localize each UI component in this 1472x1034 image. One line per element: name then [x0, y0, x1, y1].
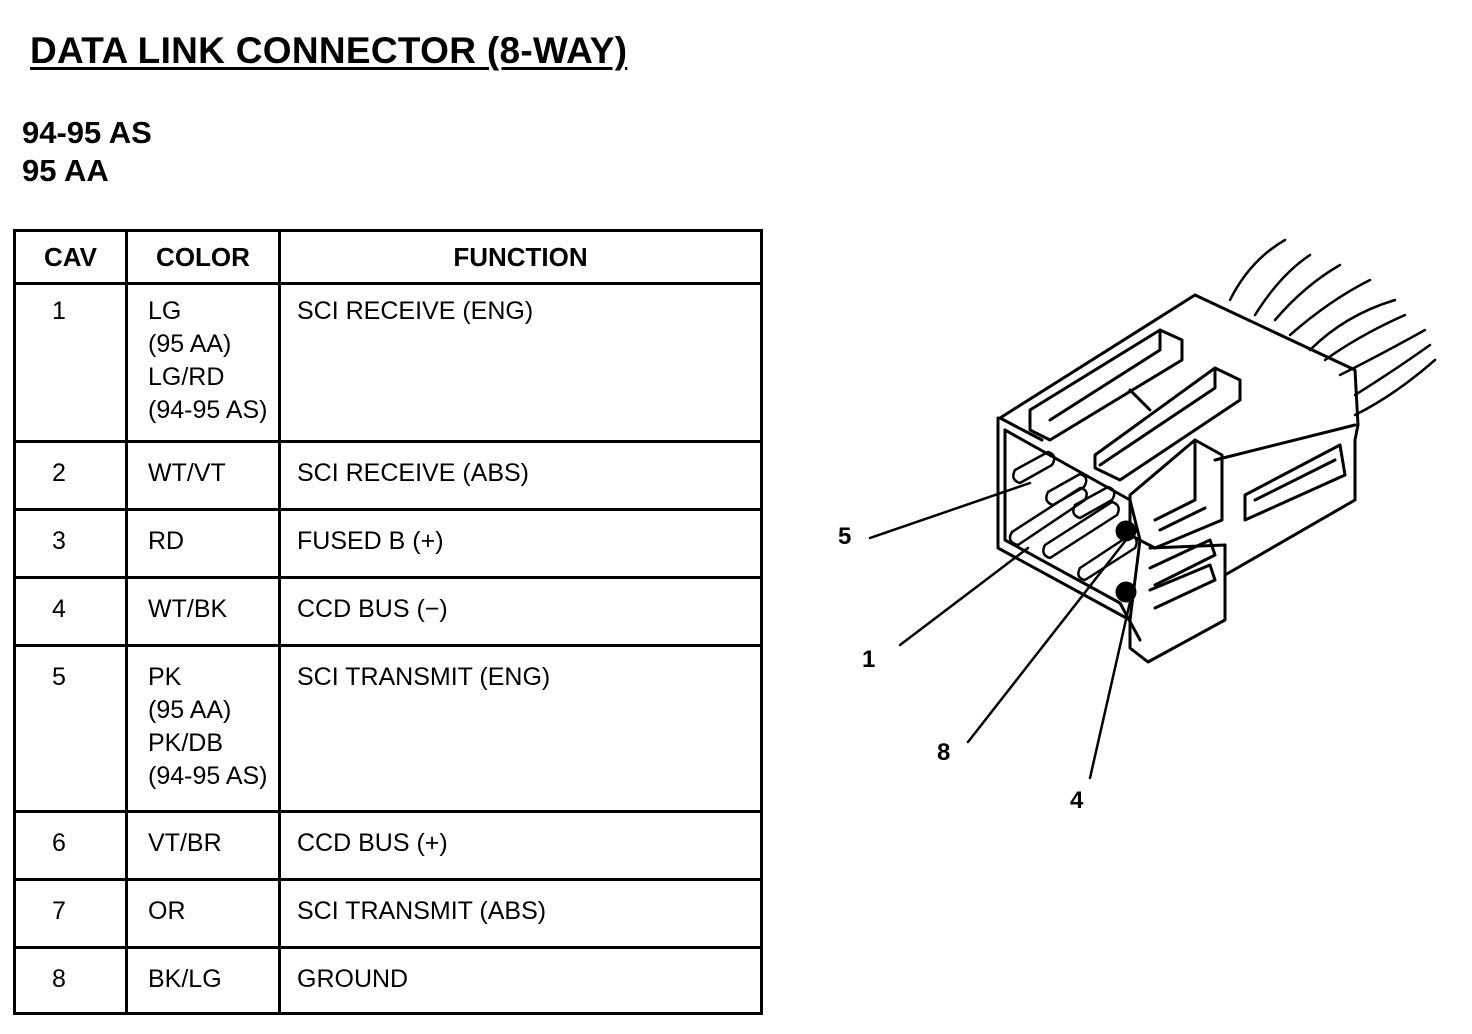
cell-cav: 3	[13, 508, 128, 579]
color-line: PK/DB	[148, 729, 224, 757]
cell-cav: 6	[13, 810, 128, 881]
cell-cav: 1	[13, 282, 128, 443]
top-rail-edge	[1048, 328, 1162, 422]
cell-color: BK/LG	[125, 946, 281, 1015]
connector-rear-body	[1193, 293, 1360, 577]
lower-slot	[1148, 538, 1217, 587]
cell-function: SCI RECEIVE (ABS)	[278, 440, 763, 511]
header-cav: CAV	[13, 229, 128, 285]
table-row: 5 PK (95 AA) PK/DB (94-95 AS) SCI TRANSM…	[13, 644, 763, 813]
connector-front-inner	[1003, 428, 1142, 642]
cell-color: LG (95 AA) LG/RD (94-95 AS)	[125, 282, 281, 443]
cell-cav: 5	[13, 644, 128, 813]
cell-color: OR	[125, 878, 281, 949]
cell-function: FUSED B (+)	[278, 508, 763, 579]
color-line: LG/RD	[148, 363, 225, 391]
top-rail-edge	[1098, 366, 1217, 467]
color-line: (94-95 AS)	[148, 762, 268, 790]
table-row: 8 BK/LG GROUND	[13, 946, 763, 1015]
cell-function: CCD BUS (−)	[278, 576, 763, 647]
wire-bundle	[1228, 238, 1437, 417]
color-line: OR	[148, 897, 186, 925]
leader-line-4	[1088, 600, 1132, 780]
color-line: WT/BK	[148, 595, 228, 623]
pin-label-5: 5	[838, 523, 851, 550]
color-line: (95 AA)	[148, 330, 232, 358]
lower-slot	[1148, 563, 1217, 610]
pin	[1045, 472, 1088, 507]
cell-function: SCI TRANSMIT (ENG)	[278, 644, 763, 813]
leader-line-5	[868, 481, 1032, 540]
model-label: 95 AA	[22, 153, 109, 188]
color-line: RD	[148, 527, 185, 555]
pin	[1008, 486, 1088, 547]
cell-function: SCI RECEIVE (ENG)	[278, 282, 763, 443]
cell-cav: 4	[13, 576, 128, 647]
color-line: (95 AA)	[148, 696, 232, 724]
cell-cav: 8	[13, 946, 128, 1015]
pin-cavity-4	[1115, 581, 1137, 603]
connector-front-face	[996, 416, 1227, 664]
cell-function: GROUND	[278, 946, 763, 1015]
pin	[1077, 533, 1138, 582]
connector-drawing: 5 1 8 4	[838, 238, 1437, 814]
pin-label-4: 4	[1070, 787, 1084, 814]
top-rail-edge	[1128, 388, 1152, 412]
side-rail-slot	[1253, 458, 1337, 502]
connector-opening	[1003, 428, 1142, 622]
color-line: (94-95 AS)	[148, 396, 268, 424]
cell-cav: 7	[13, 878, 128, 949]
latch-edge	[1153, 438, 1197, 522]
connector-rear-edge	[1213, 423, 1357, 462]
leader-line-8	[966, 538, 1128, 744]
model-label: 94-95 AS	[22, 115, 152, 150]
table-row: 7 OR SCI TRANSMIT (ABS)	[13, 878, 763, 949]
color-line: WT/VT	[148, 459, 226, 487]
cell-cav: 2	[13, 440, 128, 511]
color-line: PK	[148, 663, 182, 691]
color-line: VT/BR	[148, 829, 222, 857]
color-line: BK/LG	[148, 965, 222, 993]
latch	[1128, 438, 1224, 550]
diagram-title: DATA LINK CONNECTOR (8-WAY)	[30, 30, 628, 71]
pin	[1042, 500, 1120, 560]
cell-color: WT/BK	[125, 576, 281, 647]
pin-label-1: 1	[862, 646, 875, 673]
pin-label-8: 8	[937, 739, 950, 766]
model-list: 94-95 AS 95 AA	[22, 114, 152, 190]
connector-rear-top	[998, 293, 1197, 442]
header-color: COLOR	[125, 229, 281, 285]
header-function: FUNCTION	[278, 229, 763, 285]
pin	[1072, 485, 1116, 520]
table-row: 1 LG (95 AA) LG/RD (94-95 AS) SCI RECEIV…	[13, 282, 763, 443]
table-row: 6 VT/BR CCD BUS (+)	[13, 810, 763, 881]
table-row: 2 WT/VT SCI RECEIVE (ABS)	[13, 440, 763, 511]
cell-color: VT/BR	[125, 810, 281, 881]
leader-line-1	[898, 546, 1030, 647]
cell-color: PK (95 AA) PK/DB (94-95 AS)	[125, 644, 281, 813]
pin	[1012, 450, 1056, 485]
side-rail	[1243, 443, 1347, 522]
table-row: 4 WT/BK CCD BUS (−)	[13, 576, 763, 647]
pinout-table: CAV COLOR FUNCTION 1 LG (95 AA) LG/RD (9…	[13, 229, 763, 1015]
table-row: 3 RD FUSED B (+)	[13, 508, 763, 579]
cell-color: WT/VT	[125, 440, 281, 511]
leader-lines	[868, 481, 1132, 780]
pin-cavity-8	[1115, 520, 1137, 542]
cell-color: RD	[125, 508, 281, 579]
cell-function: CCD BUS (+)	[278, 810, 763, 881]
pin-set	[1008, 450, 1138, 582]
cell-function: SCI TRANSMIT (ABS)	[278, 878, 763, 949]
latch-slot	[1158, 506, 1207, 532]
table-header-row: CAV COLOR FUNCTION	[13, 229, 763, 285]
color-line: LG	[148, 297, 182, 325]
